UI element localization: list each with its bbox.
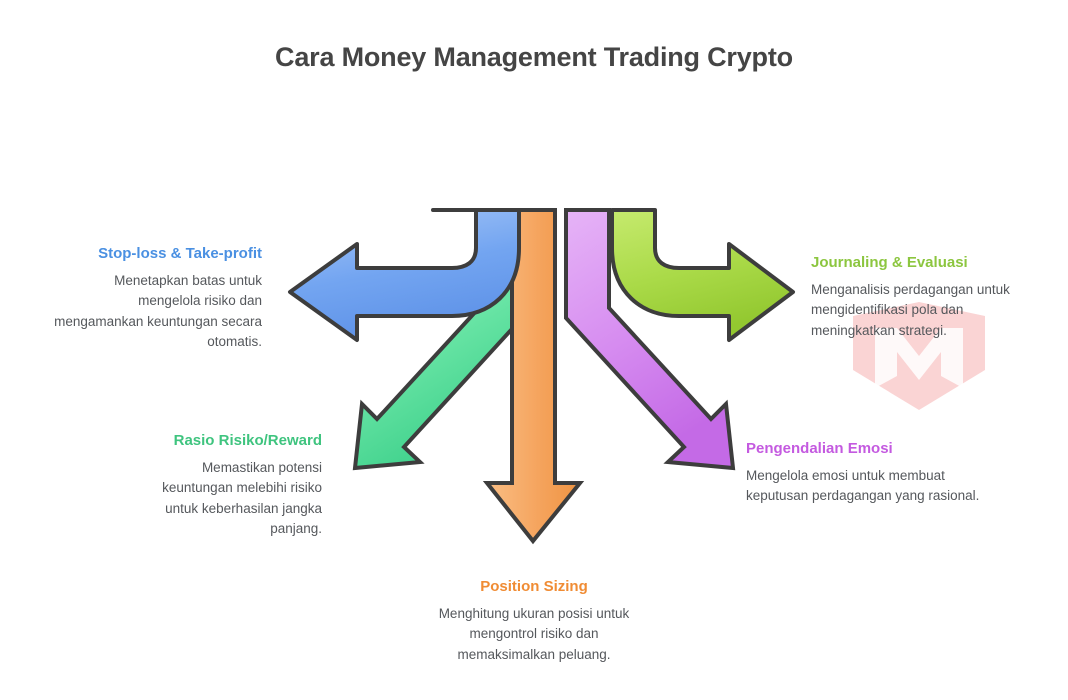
label-description-stoploss: Menetapkan batas untuk mengelola risiko … <box>54 272 262 350</box>
label-description-rasio: Memastikan potensi keuntungan melebihi r… <box>162 459 322 537</box>
purple-downright-arrow <box>564 208 736 471</box>
label-description-position: Menghitung ukuran posisi untuk mengontro… <box>438 605 630 662</box>
label-block-stoploss: Stop-loss & Take-profit Menetapkan batas… <box>52 245 262 353</box>
page-title: Cara Money Management Trading Crypto <box>275 42 793 72</box>
lime-arrow <box>610 208 795 342</box>
orange-down-arrow <box>482 208 585 545</box>
label-description-emosi: Mengelola emosi untuk membuat keputusan … <box>746 467 980 504</box>
label-block-journaling: Journaling & Evaluasi Menganalisis perda… <box>811 254 1026 341</box>
label-title-stoploss: Stop-loss & Take-profit <box>98 245 262 262</box>
label-block-emosi: Pengendalian Emosi Mengelola emosi untuk… <box>746 440 986 507</box>
label-title-emosi: Pengendalian Emosi <box>746 440 893 457</box>
blue-arrow <box>288 208 521 342</box>
label-title-journaling: Journaling & Evaluasi <box>811 254 968 271</box>
label-description-journaling: Menganalisis perdagangan untuk mengident… <box>811 281 1010 338</box>
label-title-rasio: Rasio Risiko/Reward <box>173 432 322 449</box>
label-title-position: Position Sizing <box>480 578 588 595</box>
label-block-position: Position Sizing Menghitung ukuran posisi… <box>420 578 648 665</box>
label-block-rasio: Rasio Risiko/Reward Memastikan potensi k… <box>140 432 322 540</box>
